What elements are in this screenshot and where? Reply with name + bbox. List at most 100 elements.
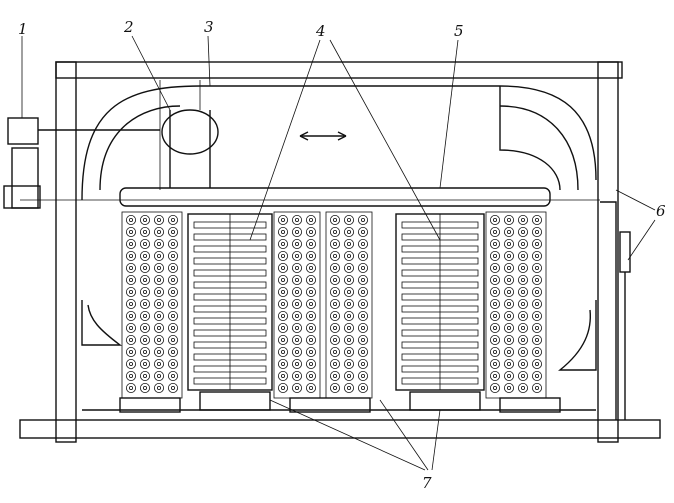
coil-ring <box>291 262 302 273</box>
coil-core <box>294 277 299 282</box>
coil-ring <box>305 358 316 369</box>
coil-core <box>332 229 337 234</box>
coil-ring <box>489 334 500 345</box>
coil-ring <box>489 358 500 369</box>
coil-ring <box>489 238 500 249</box>
coil-ring <box>139 286 150 297</box>
coil-ring <box>126 226 137 237</box>
coil-core <box>521 217 526 222</box>
coil-ring <box>167 322 178 333</box>
coil-core <box>128 241 133 246</box>
coil-core <box>294 385 299 390</box>
coil-ring <box>139 334 150 345</box>
coil-core <box>521 241 526 246</box>
side-valve <box>619 231 631 273</box>
coil-ring <box>126 370 137 381</box>
coil-core <box>308 301 313 306</box>
coil-core <box>360 241 365 246</box>
coil-core <box>156 313 161 318</box>
coil-core <box>332 385 337 390</box>
coil-ring <box>489 226 500 237</box>
coil-core <box>492 349 497 354</box>
coil-ring <box>343 346 354 357</box>
coil-core <box>346 241 351 246</box>
coil-ring <box>489 286 500 297</box>
coil-ring <box>126 274 137 285</box>
coil-ring <box>329 382 340 393</box>
coil-core <box>346 217 351 222</box>
side-riser-pipe <box>600 201 617 420</box>
coil-core <box>308 325 313 330</box>
coil-ring <box>518 382 529 393</box>
coil-ring <box>139 262 150 273</box>
coil-core <box>170 385 175 390</box>
coil-ring <box>305 214 316 225</box>
coil-core <box>142 349 147 354</box>
left-lower-baffle <box>81 300 123 346</box>
coil-core <box>280 277 285 282</box>
coil-ring <box>503 298 514 309</box>
coil-core <box>170 301 175 306</box>
coil-core <box>294 289 299 294</box>
coil-ring <box>305 382 316 393</box>
coil-ring <box>489 274 500 285</box>
coil-ring <box>357 346 368 357</box>
coil-ring <box>489 322 500 333</box>
insulated-enclosure <box>19 61 661 443</box>
coil-ring <box>489 298 500 309</box>
coil-ring <box>167 346 178 357</box>
flow-arrow-right-head <box>337 131 347 141</box>
coil-core <box>332 349 337 354</box>
coil-ring <box>153 238 164 249</box>
coil-core <box>308 373 313 378</box>
coil-ring <box>291 322 302 333</box>
coil-core <box>294 325 299 330</box>
coil-ring <box>167 334 178 345</box>
coil-ring <box>305 226 316 237</box>
coil-core <box>170 289 175 294</box>
coil-ring <box>153 226 164 237</box>
coil-core <box>360 229 365 234</box>
coil-ring <box>329 250 340 261</box>
fan-impeller <box>161 109 219 155</box>
coil-core <box>535 217 540 222</box>
coil-ring <box>291 274 302 285</box>
floor-foundation <box>19 419 661 439</box>
coil-core <box>156 217 161 222</box>
coil-ring <box>343 298 354 309</box>
coil-ring <box>357 262 368 273</box>
coil-core <box>170 217 175 222</box>
coil-ring <box>291 238 302 249</box>
coil-core <box>308 361 313 366</box>
coil-ring <box>291 358 302 369</box>
coil-core <box>360 265 365 270</box>
coil-ring <box>153 310 164 321</box>
coil-ring <box>503 226 514 237</box>
coil-ring <box>305 274 316 285</box>
coil-core <box>346 253 351 258</box>
coil-ring <box>343 274 354 285</box>
coil-ring <box>139 358 150 369</box>
coil-core <box>156 373 161 378</box>
coil-ring <box>489 346 500 357</box>
coil-core <box>170 361 175 366</box>
callout-labels: 1 2 3 4 5 6 7 <box>18 18 666 492</box>
coil-ring <box>518 214 529 225</box>
coil-core <box>332 361 337 366</box>
coil-ring <box>329 274 340 285</box>
coil-ring <box>343 358 354 369</box>
coil-ring <box>126 262 137 273</box>
coil-core <box>170 349 175 354</box>
coil-ring <box>167 250 178 261</box>
coil-core <box>280 265 285 270</box>
coil-core <box>294 349 299 354</box>
coil-ring <box>329 214 340 225</box>
coil-core <box>294 217 299 222</box>
coil-ring <box>126 310 137 321</box>
coil-ring <box>343 334 354 345</box>
coil-ring <box>153 382 164 393</box>
callout-4: 4 <box>315 22 326 40</box>
callout-leaders <box>21 35 656 471</box>
coil-ring <box>126 346 137 357</box>
coil-core <box>128 361 133 366</box>
